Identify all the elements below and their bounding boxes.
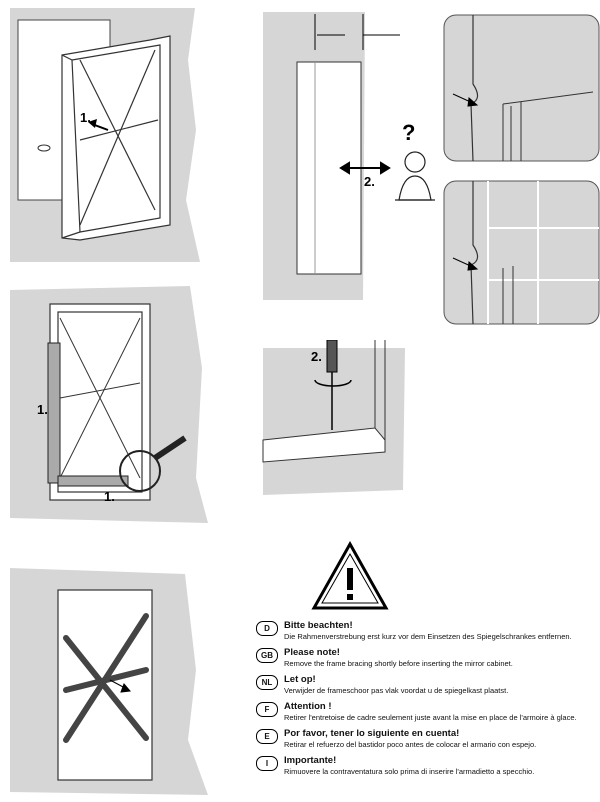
step-label-1: 1. xyxy=(80,110,91,125)
spirit-level-vertical xyxy=(47,342,61,484)
language-badge: NL xyxy=(256,675,278,690)
double-arrow-icon xyxy=(339,161,391,175)
panel-remove-bracing xyxy=(10,568,208,795)
language-badge: D xyxy=(256,621,278,636)
language-badge: GB xyxy=(256,648,278,663)
note-de: D Bitte beachten! Die Rahmenverstrebung … xyxy=(256,620,586,641)
note-title: Please note! xyxy=(284,647,340,658)
installation-frame xyxy=(61,35,171,241)
arrow-icon xyxy=(452,93,479,107)
note-title: Let op! xyxy=(284,674,316,685)
note-body: Remove the frame bracing shortly before … xyxy=(284,659,513,668)
arrow-icon xyxy=(88,119,109,131)
step-label-2: 2. xyxy=(364,174,375,189)
note-e: E Por favor, tener lo siguiente en cuent… xyxy=(256,728,586,749)
panel-detail-tiled-wall xyxy=(443,180,600,325)
arrow-icon xyxy=(452,257,479,271)
multilingual-notes: D Bitte beachten! Die Rahmenverstrebung … xyxy=(256,620,586,782)
note-title: Por favor, tener lo siguiente en cuenta! xyxy=(284,728,460,739)
note-title: Bitte beachten! xyxy=(284,620,353,631)
note-title: Importante! xyxy=(284,755,337,766)
dimension-lines-icon xyxy=(314,14,400,50)
step-label-1b: 1. xyxy=(104,489,115,504)
note-body: Die Rahmenverstrebung erst kurz vor dem … xyxy=(284,632,572,641)
note-body: Verwijder de frameschoor pas vlak voorda… xyxy=(284,686,509,695)
panel-detail-plain-wall xyxy=(443,14,600,162)
note-body: Retirar el refuerzo del bastidor poco an… xyxy=(284,740,537,749)
panel-frame-unpack xyxy=(10,8,200,262)
note-i: I Importante! Rimuovere la contraventatu… xyxy=(256,755,586,776)
language-badge: I xyxy=(256,756,278,771)
installation-frame xyxy=(49,303,151,501)
screwdriver-icon xyxy=(314,340,352,430)
step-label-1a: 1. xyxy=(37,402,48,417)
note-body: Retirer l'entretoise de cadre seulement … xyxy=(284,713,577,722)
language-badge: F xyxy=(256,702,278,717)
arrow-icon xyxy=(109,679,131,693)
note-title: Attention ! xyxy=(284,701,332,712)
spirit-level-horizontal xyxy=(57,475,129,487)
note-gb: GB Please note! Remove the frame bracing… xyxy=(256,647,586,668)
magnifier-icon xyxy=(119,450,161,492)
thinking-person-icon: ? xyxy=(395,120,435,201)
step-label-2b: 2. xyxy=(311,349,322,364)
note-nl: NL Let op! Verwijder de frameschoor pas … xyxy=(256,674,586,695)
note-f: F Attention ! Retirer l'entretoise de ca… xyxy=(256,701,586,722)
mirror-logo-icon xyxy=(37,144,51,152)
panel-measure-gap: ? xyxy=(263,12,435,300)
warning-icon xyxy=(311,540,389,610)
svg-text:?: ? xyxy=(402,120,415,145)
note-body: Rimuovere la contraventatura solo prima … xyxy=(284,767,535,776)
panel-level-frame xyxy=(10,286,208,523)
language-badge: E xyxy=(256,729,278,744)
panel-screw-frame xyxy=(262,340,405,495)
